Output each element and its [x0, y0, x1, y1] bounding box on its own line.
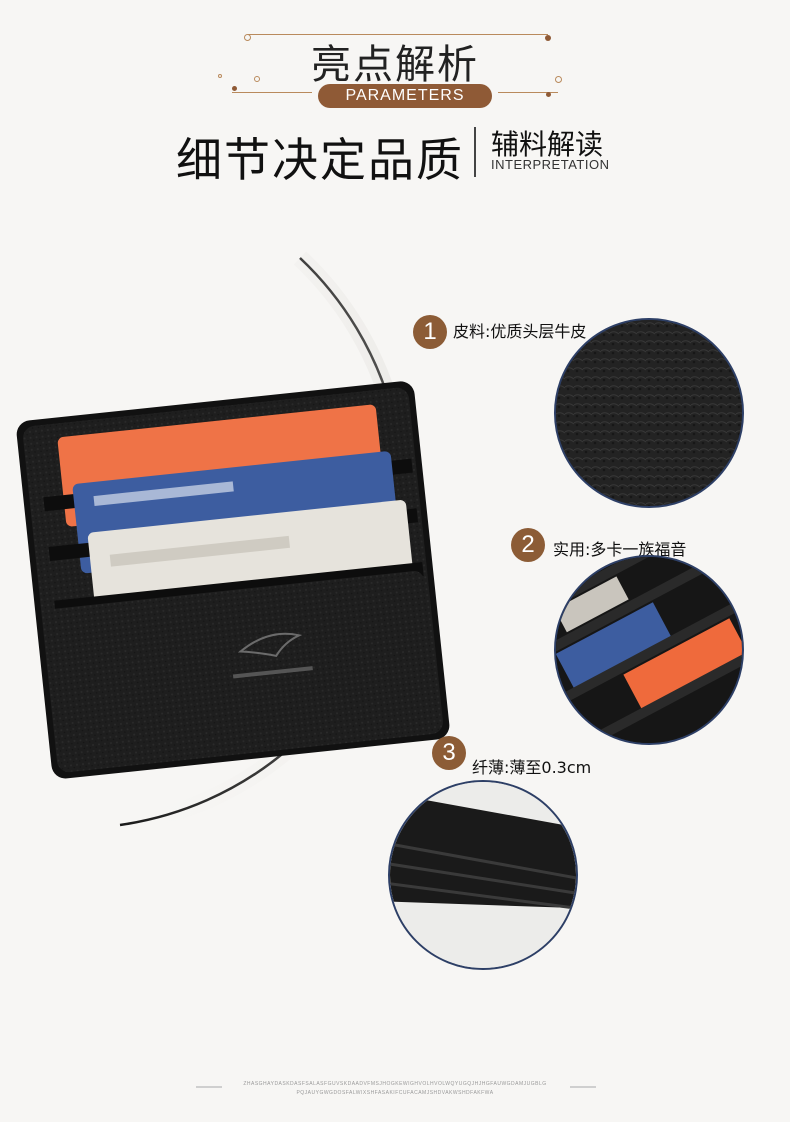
section-heading: 细节决定品质	[176, 133, 464, 187]
feature-label-3: 纤薄:薄至0.3cm	[472, 758, 592, 777]
product-illustration	[16, 251, 450, 834]
heading-divider	[474, 127, 476, 177]
section-side-title: 辅料解读	[491, 128, 604, 161]
footer-text-line-1: ZHASGHAYDASKDASFSALASFGUVSKDAADVFMSJHOGK…	[243, 1081, 547, 1087]
feature-number-1: 1	[413, 315, 447, 349]
section-side-subtitle: INTERPRETATION	[491, 157, 610, 172]
page-title: 亮点解析	[311, 42, 479, 88]
footer-text-line-2: PQJAUYGWGDOSFALWIXSHFASAKIFCUFACAMJSHDVA…	[296, 1090, 494, 1096]
thin-profile-closeup-image	[388, 780, 578, 970]
brand-logo-icon	[237, 632, 303, 657]
leather-closeup-image	[554, 318, 744, 508]
parameters-badge: PARAMETERS	[318, 84, 492, 108]
feature-label-2: 实用:多卡一族福音	[553, 540, 687, 559]
feature-label-1: 皮料:优质头层牛皮	[453, 322, 587, 341]
feature-number-2: 2	[511, 528, 545, 562]
card-slots-closeup-image	[554, 555, 744, 745]
feature-number-3: 3	[432, 736, 466, 770]
